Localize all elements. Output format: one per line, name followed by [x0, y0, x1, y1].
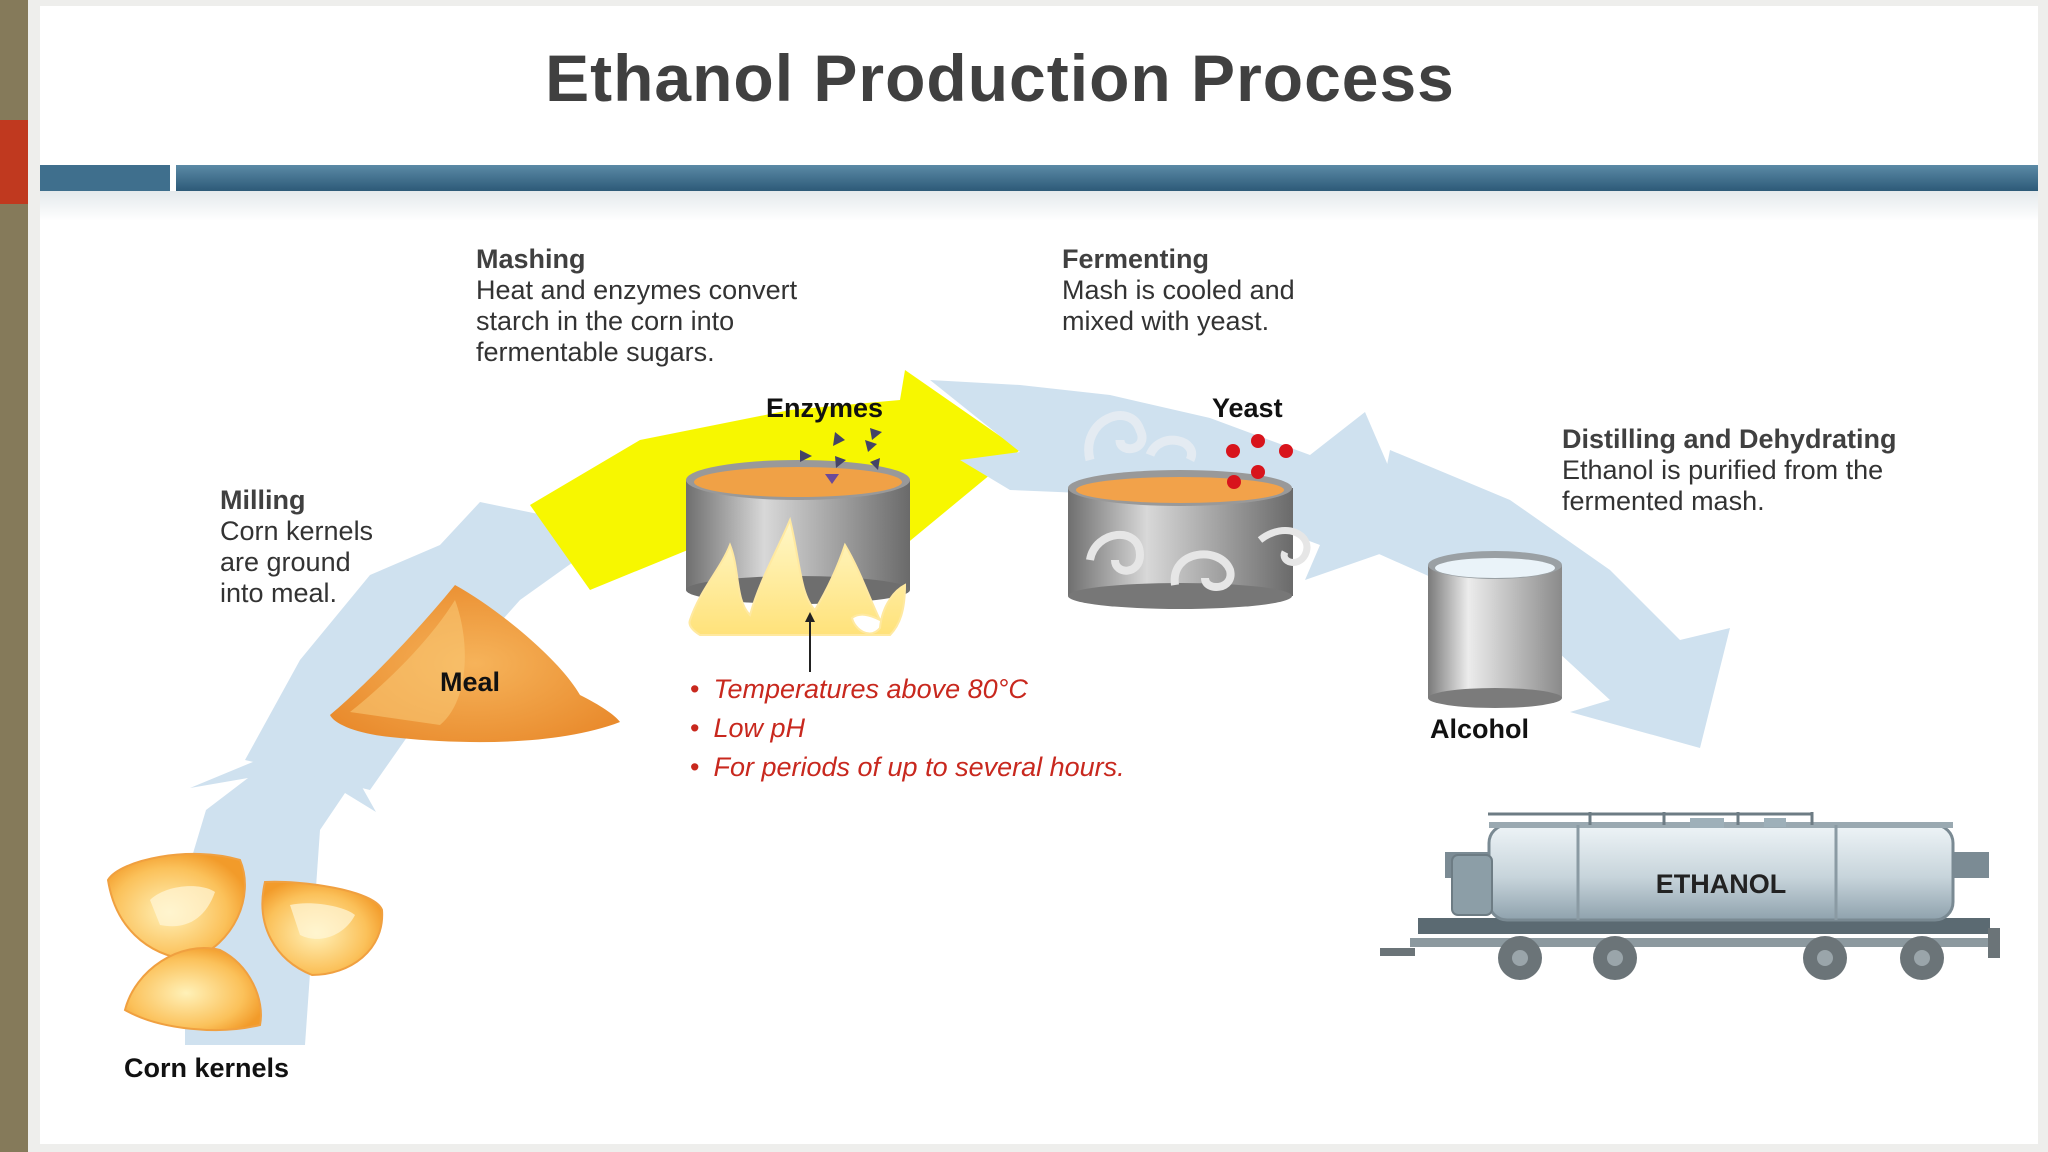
step-mashing-heading: Mashing — [476, 244, 586, 274]
meal-pile-icon — [330, 585, 620, 743]
page-title: Ethanol Production Process — [545, 41, 1455, 115]
ethanol-tanker-icon — [1380, 812, 2000, 980]
step-milling-heading: Milling — [220, 485, 306, 515]
step-milling: Milling Corn kernels are ground into mea… — [220, 485, 373, 609]
step-mashing-line: starch in the corn into — [476, 306, 735, 336]
step-fermenting-line: mixed with yeast. — [1062, 306, 1270, 336]
title-bar-short — [40, 165, 170, 191]
alcohol-cylinder-icon — [1428, 551, 1562, 708]
mashing-vessel-icon — [686, 460, 910, 636]
step-fermenting-heading: Fermenting — [1062, 244, 1210, 274]
list-item: Low pH — [690, 709, 1125, 748]
step-distilling-line: Ethanol is purified from the — [1562, 455, 1884, 485]
enzyme-particles — [800, 428, 882, 484]
step-distilling-heading: Distilling and Dehydrating — [1562, 424, 1897, 454]
meal-label: Meal — [440, 667, 501, 697]
step-mashing-line: Heat and enzymes convert — [476, 275, 798, 305]
step-fermenting: Fermenting Mash is cooled and mixed with… — [1062, 244, 1295, 337]
mashing-conditions-list: Temperatures above 80°C Low pH For perio… — [690, 670, 1125, 787]
title-bar-shadow — [40, 191, 2038, 221]
sidebar-accent — [0, 120, 28, 204]
step-milling-line: Corn kernels — [220, 516, 374, 546]
yeast-particles — [1226, 434, 1293, 489]
step-fermenting-line: Mash is cooled and — [1062, 275, 1295, 305]
step-distilling: Distilling and Dehydrating Ethanol is pu… — [1562, 424, 1897, 517]
step-distilling-line: fermented mash. — [1562, 486, 1765, 516]
list-item: Temperatures above 80°C — [690, 670, 1125, 709]
alcohol-label: Alcohol — [1430, 714, 1529, 744]
step-milling-line: are ground — [220, 547, 351, 577]
fire-icon — [688, 516, 907, 636]
pointer-arrowhead — [805, 612, 815, 622]
corn-kernels-icon — [106, 852, 384, 1031]
step-milling-line: into meal. — [220, 578, 338, 608]
title-bar-long — [176, 165, 2038, 191]
list-item: For periods of up to several hours. — [690, 748, 1124, 787]
step-mashing: Mashing Heat and enzymes convert starch … — [476, 244, 797, 368]
step-mashing-line: fermentable sugars. — [476, 337, 715, 367]
fermenting-vessel-icon — [1068, 411, 1311, 609]
enzymes-label: Enzymes — [766, 393, 884, 423]
ethanol-label: ETHANOL — [1656, 869, 1787, 899]
yeast-label: Yeast — [1212, 393, 1283, 423]
corn-kernels-label: Corn kernels — [124, 1053, 290, 1083]
